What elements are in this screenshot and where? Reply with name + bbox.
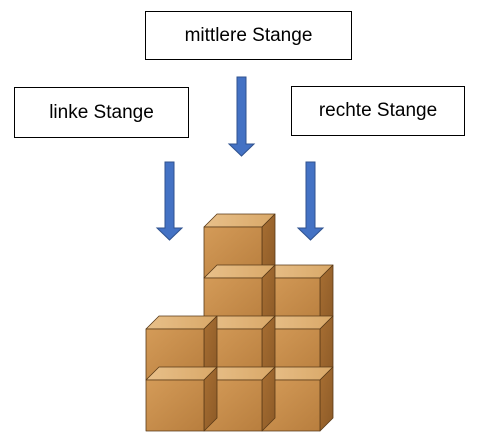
cube-middle-1 — [203, 366, 276, 432]
cube-stack — [145, 213, 334, 432]
cube-right-1 — [261, 366, 334, 432]
label-left-rod: linke Stange — [14, 87, 189, 138]
label-middle-rod: mittlere Stange — [145, 11, 352, 60]
label-right-rod: rechte Stange — [291, 86, 465, 136]
cube-left-1 — [145, 366, 218, 432]
arrow-left-icon — [155, 161, 184, 241]
arrow-right-icon — [296, 161, 325, 241]
cube-front-face — [145, 379, 205, 432]
arrow-middle-icon — [227, 76, 256, 157]
